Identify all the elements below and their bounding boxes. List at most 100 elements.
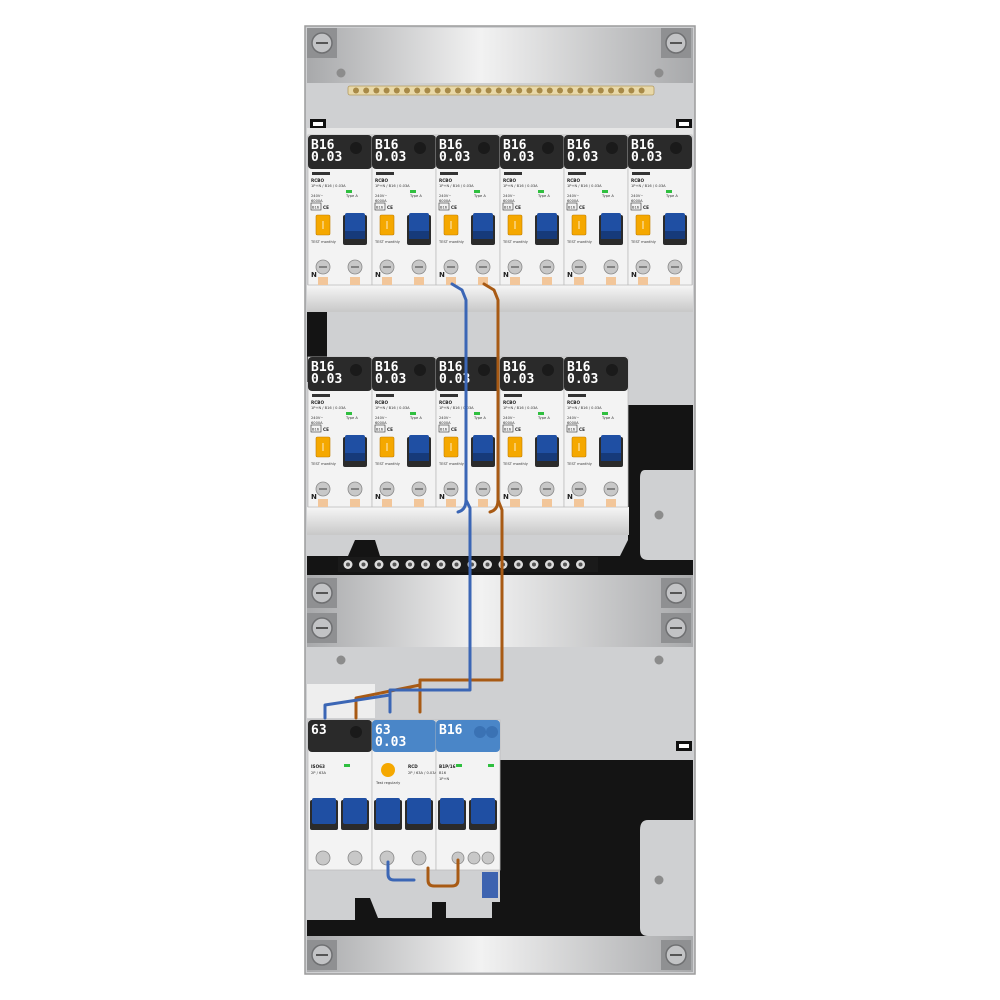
rcbo-spec: 1P+N / B16 / 0.03A (567, 184, 602, 188)
main-switch-rating: 63 (311, 723, 327, 738)
brand-logo (632, 172, 650, 175)
terminal-screw-icon (481, 851, 495, 865)
busbar-pin (587, 87, 594, 94)
brand-logo (440, 394, 458, 397)
label-knob (474, 726, 486, 738)
toggle-lever (312, 798, 336, 824)
rating-box (566, 202, 578, 211)
rcbo-voltage: 240V~ (375, 416, 387, 420)
wire-stub (478, 277, 488, 285)
rcbo-spec: 1P+N / B16 / 0.03A (631, 184, 666, 188)
status-indicator (474, 412, 480, 415)
busbar-pin (495, 87, 502, 94)
neutral-terminal-screw (563, 562, 567, 567)
busbar-pin (597, 87, 604, 94)
rcbo-voltage: 240V~ (375, 194, 387, 198)
status-indicator (474, 190, 480, 193)
rcbo-type: Type A (601, 416, 614, 420)
brand-logo (568, 172, 586, 175)
slot-inner (679, 744, 689, 748)
rcbo-rating: B16 (631, 138, 655, 153)
brand-logo (376, 394, 394, 397)
rcbo-sensitivity: 0.03 (311, 372, 342, 387)
label-knob (542, 142, 554, 154)
busbar-pin (485, 87, 492, 94)
wire-stub (318, 499, 328, 507)
neutral-terminal-screw (361, 562, 366, 567)
rcbo-type: Type A (345, 194, 358, 198)
ce-mark-icon: CE (451, 205, 457, 210)
rcbo-breaking: 6000A (311, 421, 323, 425)
status-indicator (538, 190, 544, 193)
terminal-screw-icon (411, 850, 427, 866)
rcd-rating: 63 (375, 723, 391, 738)
wire-stub (446, 499, 456, 507)
rating-box (566, 424, 578, 433)
screw-icon (661, 28, 691, 58)
wire-stub (350, 499, 360, 507)
mcb-rating-text: B16 (439, 771, 447, 775)
ce-mark-icon: CE (323, 427, 329, 432)
rcbo-voltage: 240V~ (311, 194, 323, 198)
wire-stub (414, 277, 424, 285)
ce-mark-icon: CE (387, 427, 393, 432)
rcbo-rating: B16 (311, 360, 335, 375)
wire-stub (574, 277, 584, 285)
neutral-wire-blue (323, 282, 472, 882)
rcd-model: RCD (408, 764, 418, 769)
slot-inner (679, 122, 689, 126)
rcbo-id: B16 (568, 206, 576, 210)
rcbo-id: B16 (376, 428, 384, 432)
busbar-pin (383, 87, 390, 94)
rcbo-footer: TEST monthly (310, 462, 337, 466)
wire-stub (382, 277, 392, 285)
rating-box (374, 424, 386, 433)
label-knob (478, 364, 490, 376)
toggle-lever (343, 798, 367, 824)
rcbo-spec: 1P+N / B16 / 0.03A (375, 406, 410, 410)
status-indicator (344, 764, 350, 767)
rcbo-id: B16 (440, 206, 448, 210)
busbar-pin (393, 87, 400, 94)
busbar-pin (618, 87, 625, 94)
mounting-hole (654, 655, 664, 665)
wire-stub (606, 499, 616, 507)
ce-mark-icon: CE (579, 205, 585, 210)
mounting-screws (307, 28, 692, 970)
neutral-terminal-screw (392, 562, 397, 567)
busbar-pin (546, 87, 553, 94)
busbar-pin (475, 87, 482, 94)
output-wire-block (482, 872, 498, 898)
brand-logo (312, 394, 330, 397)
label-knob (606, 364, 618, 376)
screw-icon (307, 940, 337, 970)
rcbo-sensitivity: 0.03 (311, 150, 342, 165)
rcd-test-text: Test regularly (375, 781, 401, 785)
rating-box (310, 202, 322, 211)
wire-stub (382, 499, 392, 507)
main-switch-spec: 2P / 63A (311, 771, 327, 775)
busbar-pin (536, 87, 543, 94)
rating-box (630, 202, 642, 211)
terminal-screw-icon (347, 850, 363, 866)
terminal-screw-icon (467, 851, 481, 865)
rcbo-rating: B16 (375, 138, 399, 153)
status-indicator (410, 412, 416, 415)
rcbo-spec: 1P+N / B16 / 0.03A (439, 184, 474, 188)
busbar-pin (353, 87, 359, 94)
status-indicator (602, 412, 608, 415)
wire-stub (350, 277, 360, 285)
rcbo-voltage: 240V~ (311, 416, 323, 420)
rcbo-footer: TEST monthly (566, 240, 593, 244)
rcbo-sensitivity: 0.03 (567, 150, 598, 165)
wire-stub (542, 277, 552, 285)
toggle-lever (407, 798, 431, 824)
rcbo-model: RCBO (439, 400, 452, 405)
rcbo-footer: TEST monthly (310, 240, 337, 244)
label-knob (486, 726, 498, 738)
